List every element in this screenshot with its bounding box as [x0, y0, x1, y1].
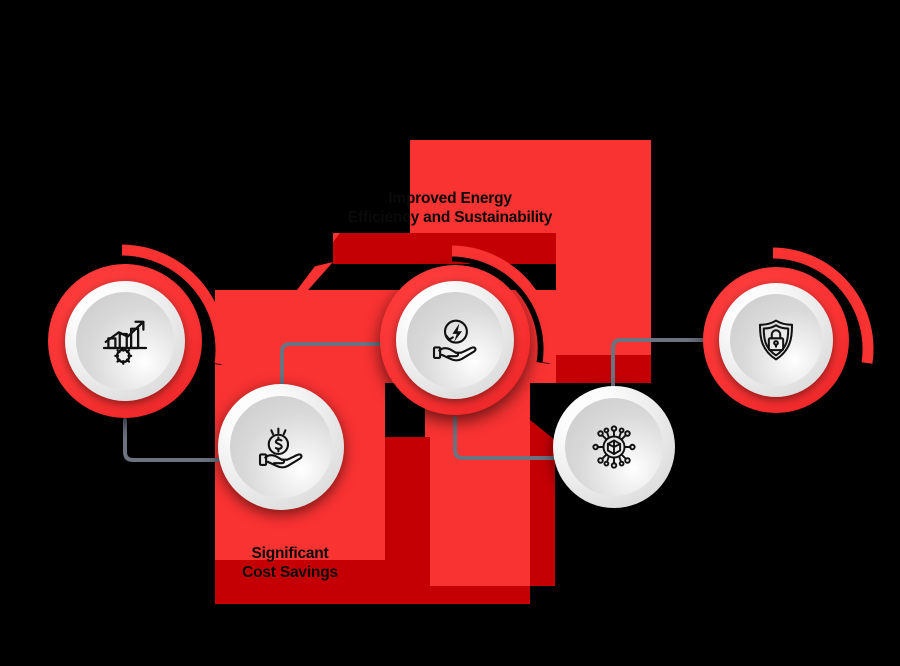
badge-cost-savings[interactable]: [218, 384, 344, 510]
badge-growth[interactable]: [48, 244, 227, 418]
badge-energy[interactable]: [380, 245, 555, 415]
badge-growth-decorative-arc: [121, 244, 227, 366]
badge-cost-savings-inner: [230, 396, 332, 498]
badge-cost-savings-disc: [218, 384, 344, 510]
blockchain-network-cube-icon: [592, 425, 636, 469]
badge-energy-decorative-arc: [451, 245, 555, 365]
connector-blockchain-to-security: [611, 338, 709, 388]
badge-security-disc: [719, 283, 833, 397]
label-improved-energy: Improved Energy Efficiency and Sustainab…: [347, 190, 553, 226]
badge-energy-disc: [396, 281, 514, 399]
connector-growth-to-cost: [123, 418, 220, 462]
badge-growth-inner: [76, 292, 174, 390]
badge-blockchain-inner: [565, 398, 663, 496]
badge-security-inner: [730, 294, 822, 386]
label-significant-cost-savings: Significant Cost Savings: [242, 545, 338, 581]
badge-security[interactable]: [703, 247, 874, 413]
hand-holding-energy-bolt-icon: [432, 319, 477, 362]
connector-cost-to-energy: [280, 342, 400, 388]
bar-chart-growth-gear-icon: [102, 320, 148, 365]
shield-lock-icon: [758, 319, 794, 361]
badge-energy-inner: [407, 292, 503, 388]
badge-growth-disc: [65, 281, 185, 401]
badge-blockchain-disc: [553, 386, 675, 508]
badge-blockchain[interactable]: [553, 386, 675, 508]
connector-energy-to-blockchain: [453, 416, 560, 460]
hand-holding-dollar-coin-icon: [258, 427, 303, 469]
badge-security-decorative-arc: [772, 247, 874, 365]
